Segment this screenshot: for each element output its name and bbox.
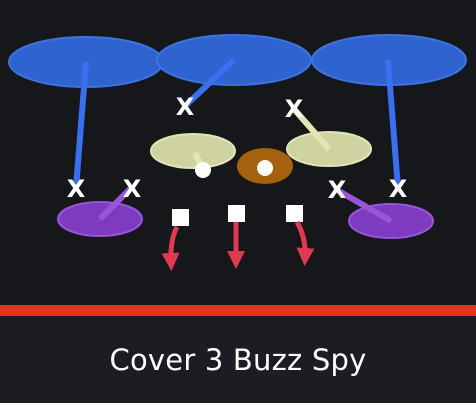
- defender-x-marker: X: [328, 176, 347, 204]
- flat-drop-line-left: [97, 185, 134, 222]
- offense-square-middle: [228, 205, 245, 222]
- offense-square-left: [172, 209, 189, 226]
- play-title: Cover 3 Buzz Spy: [109, 342, 367, 377]
- caption-bar: Cover 3 Buzz Spy: [0, 316, 476, 403]
- route-arrow-left: [161, 225, 180, 271]
- offense-square-right: [286, 205, 303, 222]
- route-arrow-right: [294, 220, 315, 266]
- defender-x-marker: X: [389, 175, 408, 203]
- flat-drop-line-right: [335, 187, 393, 224]
- deep-drop-line-right: [385, 59, 401, 189]
- deep-drop-line-middle: [183, 57, 237, 108]
- hook-player-dot: [195, 162, 211, 178]
- divider-bar: [0, 305, 476, 316]
- defender-x-marker: X: [176, 93, 195, 121]
- hook-drop-line-right: [291, 107, 332, 151]
- deep-drop-line-left: [73, 61, 89, 189]
- defender-x-marker: X: [285, 95, 304, 123]
- defender-x-marker: X: [123, 175, 142, 203]
- hook-zone-left: [150, 133, 236, 169]
- play-diagram: X X X X X X: [8, 34, 467, 271]
- defender-x-marker: X: [67, 175, 86, 203]
- spy-player-dot: [257, 160, 273, 176]
